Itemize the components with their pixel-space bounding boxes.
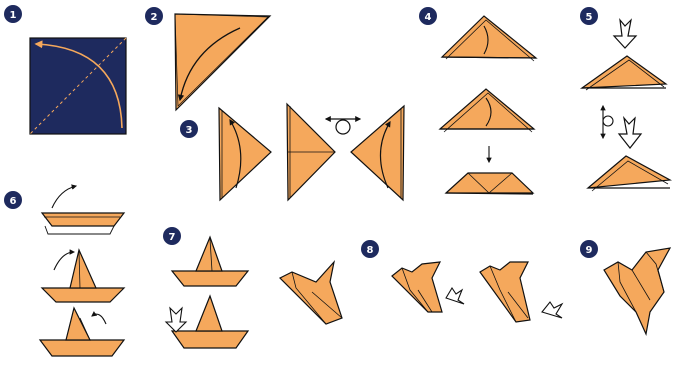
- push-arrow-icon: [619, 118, 641, 148]
- step-6-shapes: [40, 186, 124, 356]
- step-2-triangle: [175, 14, 270, 110]
- step-9-dove: [604, 248, 670, 334]
- step-number-7: 7: [169, 232, 176, 243]
- push-arrow-icon: [614, 20, 636, 48]
- step-5-shapes: [582, 20, 670, 191]
- step-badge-3: 3: [180, 120, 198, 138]
- step-badge-2: 2: [145, 7, 163, 25]
- step-1-square: [30, 38, 126, 134]
- step-8-shapes: [392, 262, 562, 322]
- step-number-9: 9: [586, 245, 593, 256]
- step-number-1: 1: [10, 10, 17, 21]
- turn-over-icon: [326, 119, 360, 134]
- step-badge-4: 4: [419, 7, 437, 25]
- step-number-2: 2: [151, 12, 158, 23]
- step-number-8: 8: [367, 245, 374, 256]
- step-4-shapes: [440, 16, 536, 194]
- step-number-6: 6: [10, 196, 17, 207]
- step-badge-7: 7: [163, 227, 181, 245]
- step-badge-6: 6: [4, 191, 22, 209]
- step-badge-8: 8: [361, 240, 379, 258]
- push-arrow-icon: [446, 288, 464, 304]
- push-arrow-icon: [166, 308, 186, 332]
- step-3-shapes: [219, 104, 404, 200]
- step-number-4: 4: [425, 12, 432, 23]
- step-badge-1: 1: [4, 5, 22, 23]
- step-7-shapes: [166, 237, 342, 348]
- step-badge-5: 5: [580, 7, 598, 25]
- step-badge-9: 9: [580, 240, 598, 258]
- push-arrow-icon: [542, 302, 562, 318]
- turn-over-icon: [603, 106, 613, 138]
- step-number-3: 3: [186, 125, 193, 136]
- step-number-5: 5: [586, 12, 593, 23]
